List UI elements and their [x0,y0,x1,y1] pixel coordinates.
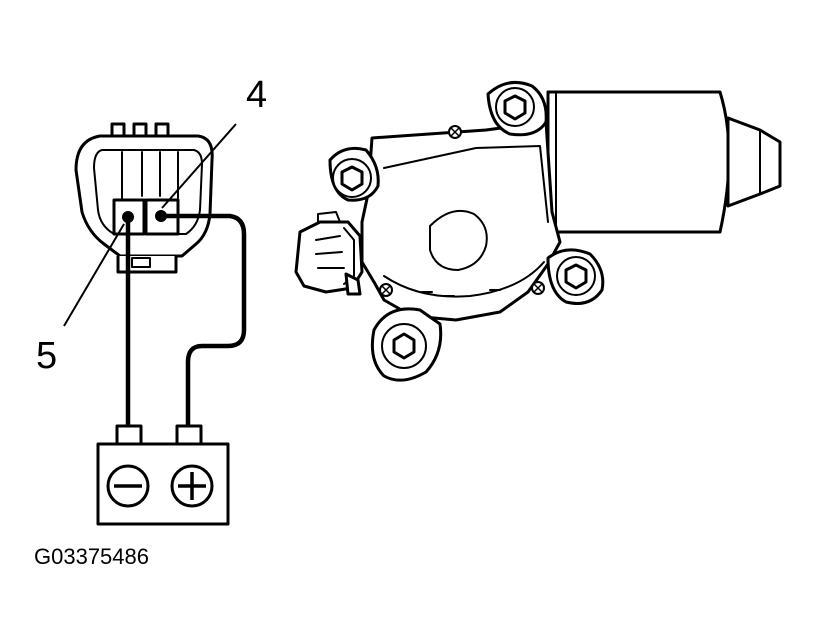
top-mount-bolt-icon [503,94,527,121]
negative-terminal-icon [106,464,150,508]
terminal-5-pin [122,211,134,223]
right-mount-bolt-icon [564,263,588,290]
gear-housing [360,120,562,322]
bottom-mount-bolt-icon [392,332,416,360]
motor-end-cap [726,116,782,208]
left-mount-bolt-icon [340,165,364,192]
motor-plug-connector [294,211,364,296]
leader-line-terminal-4 [161,123,237,209]
terminal-4-pin [155,210,167,222]
leader-line-terminal-5 [63,223,125,327]
callout-terminal-4: 4 [246,74,267,116]
motor-connector [74,122,214,274]
housing-screw-icon [531,281,545,295]
positive-terminal-icon [170,464,214,508]
callout-terminal-5: 5 [36,335,57,377]
housing-screw-icon [448,125,462,139]
housing-screw-icon [379,283,393,297]
wire-terminal-4-to-positive [161,213,247,431]
wiper-motor [294,80,782,382]
battery [96,424,230,526]
figure-id: G03375486 [34,544,149,569]
motor-can [546,90,731,234]
